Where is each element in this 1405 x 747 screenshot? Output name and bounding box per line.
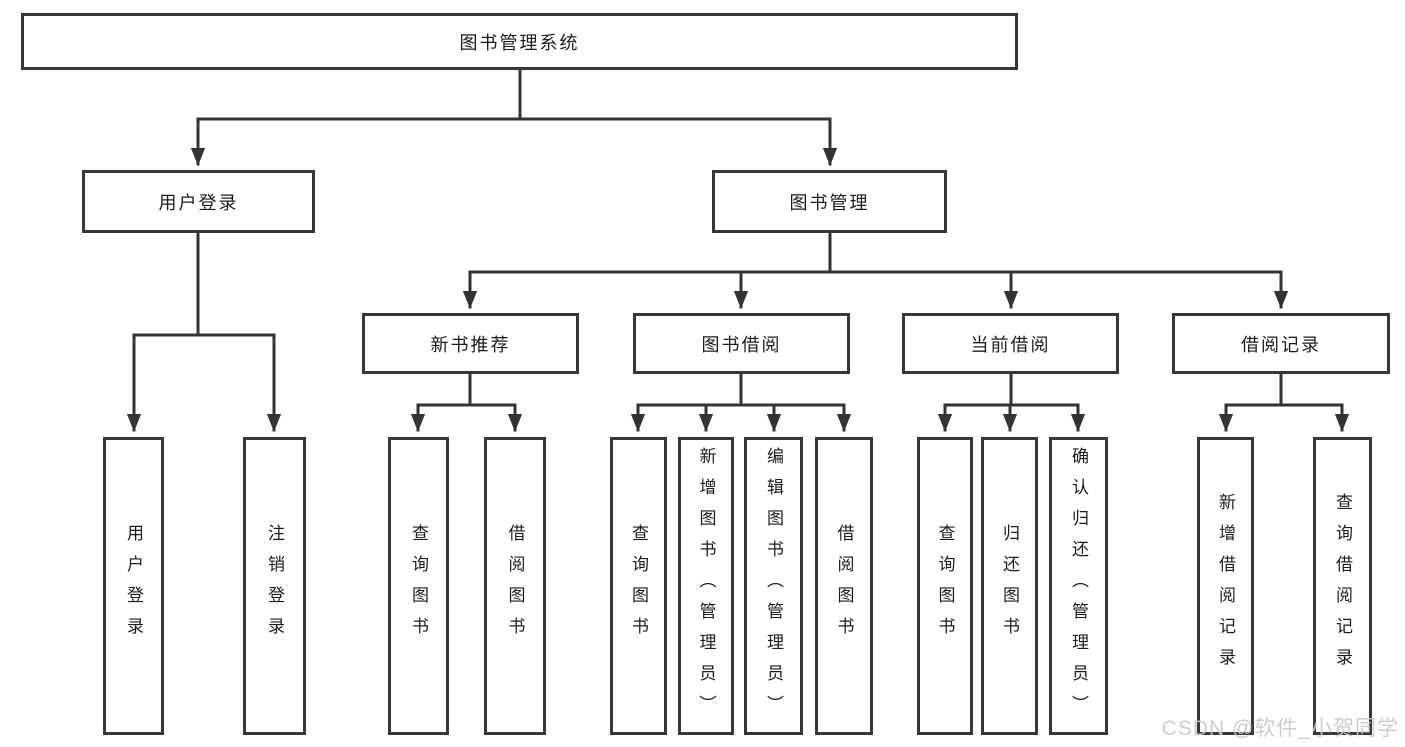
node-leaf-nbr-borrow-books: 借阅图书 <box>484 437 546 735</box>
connector-root-to-level2 <box>190 68 838 166</box>
node-leaf-br-query-record: 查询借阅记录 <box>1313 437 1372 735</box>
connector-new-book-rec-children <box>410 372 523 432</box>
node-leaf-bb-edit-books-admin: 编辑图书（管理员） <box>744 437 803 735</box>
node-leaf-bb-borrow-books: 借阅图书 <box>815 437 873 735</box>
node-root-system: 图书管理系统 <box>21 13 1018 70</box>
node-book-borrow: 图书借阅 <box>633 313 850 374</box>
node-leaf-cb-query-books: 查询图书 <box>917 437 973 735</box>
node-leaf-br-add-record: 新增借阅记录 <box>1197 437 1254 735</box>
node-leaf-cb-return-books: 归还图书 <box>981 437 1038 735</box>
node-current-borrow: 当前借阅 <box>902 313 1119 374</box>
connector-book-mgmt-children <box>462 231 1289 309</box>
connector-user-login-children <box>126 231 282 432</box>
csdn-watermark: CSDN @软件_小贺同学 <box>1161 717 1399 740</box>
node-user-login: 用户登录 <box>82 170 315 233</box>
node-new-book-recommend: 新书推荐 <box>362 313 579 374</box>
node-leaf-bb-query-books: 查询图书 <box>610 437 667 735</box>
node-leaf-user-login: 用户登录 <box>103 437 164 735</box>
connector-book-borrow-children <box>630 372 852 432</box>
node-book-management: 图书管理 <box>712 170 947 233</box>
connector-borrow-records-children <box>1218 372 1350 432</box>
node-leaf-nbr-query-books: 查询图书 <box>388 437 449 735</box>
node-leaf-logout: 注销登录 <box>243 437 306 735</box>
node-borrow-records: 借阅记录 <box>1172 313 1390 374</box>
node-leaf-cb-confirm-return-admin: 确认归还（管理员） <box>1049 437 1108 735</box>
connector-current-borrow-children <box>937 372 1086 432</box>
node-leaf-bb-add-books-admin: 新增图书（管理员） <box>678 437 734 735</box>
